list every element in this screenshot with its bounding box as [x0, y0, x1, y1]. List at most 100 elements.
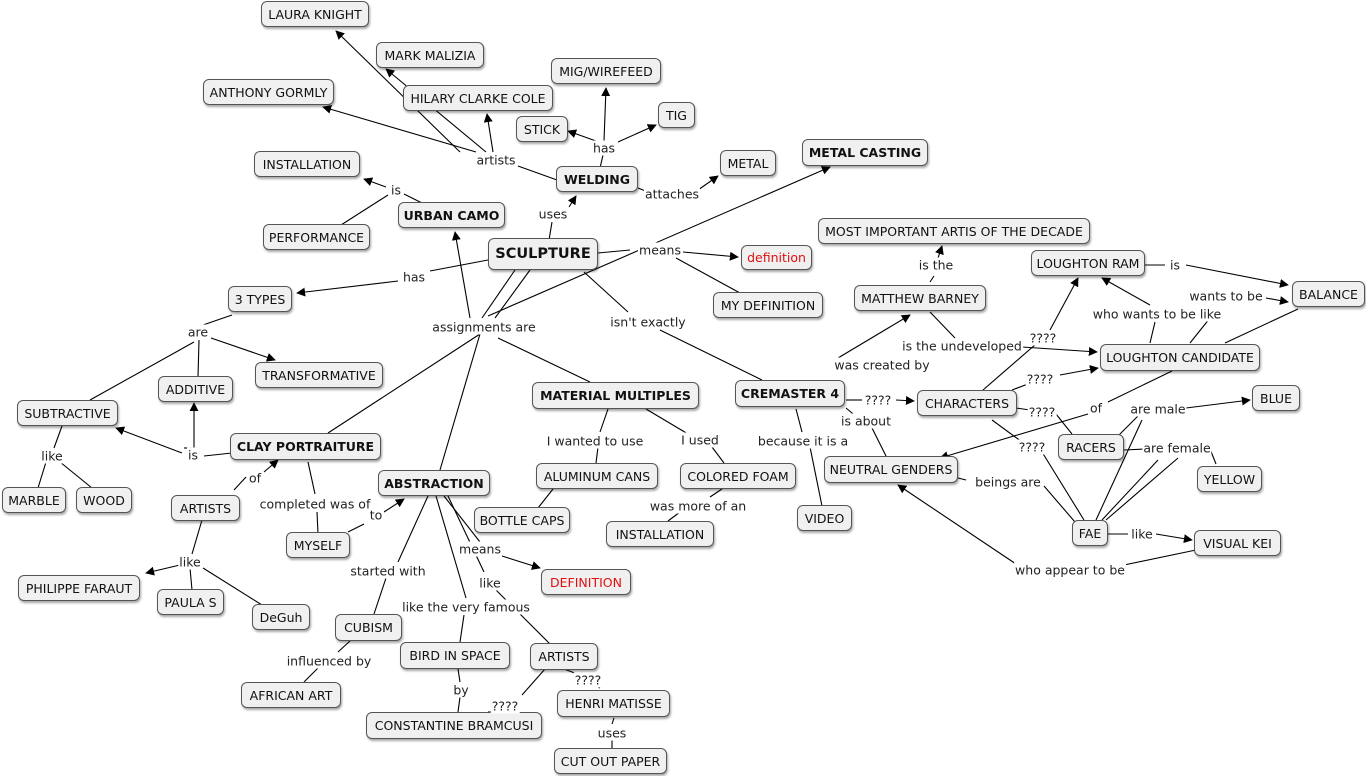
- node-mark-malizia[interactable]: MARK MALIZIA: [376, 42, 484, 68]
- node-colored-foam[interactable]: COLORED FOAM: [680, 463, 796, 489]
- link-label-i-used: I used: [680, 432, 720, 448]
- link-label-i-wanted-to-use: I wanted to use: [545, 433, 645, 449]
- link-label-isnt-exactly: isn't exactly: [609, 314, 687, 330]
- link-label-unknown-artists-bottom: ????: [490, 698, 520, 714]
- node-neutral-genders[interactable]: NEUTRAL GENDERS: [824, 456, 958, 483]
- link-label-uses-matisse: uses: [596, 725, 628, 741]
- node-abstraction[interactable]: ABSTRACTION: [378, 470, 490, 496]
- node-most-important[interactable]: MOST IMPORTANT ARTIS OF THE DECADE: [818, 218, 1090, 244]
- link-label-to: to: [368, 507, 384, 523]
- link-label-completed-was-of: completed was of: [258, 496, 372, 512]
- link-label-by: by: [452, 682, 470, 698]
- node-balance[interactable]: BALANCE: [1292, 281, 1365, 307]
- link-label-uses: uses: [537, 206, 569, 222]
- link-label-like-artists: like: [178, 554, 202, 570]
- node-cubism[interactable]: CUBISM: [335, 614, 402, 641]
- node-material-multiples[interactable]: MATERIAL MULTIPLES: [532, 382, 699, 409]
- link-label-means: means: [638, 242, 682, 258]
- link-label-beings-are: beings are: [974, 474, 1042, 490]
- link-label-artists: artists: [475, 152, 517, 168]
- node-transformative[interactable]: TRANSFORMATIVE: [255, 362, 383, 388]
- node-3-types[interactable]: 3 TYPES: [228, 286, 292, 312]
- link-label-has-welding: has: [591, 140, 617, 156]
- link-label-unknown-char-fae: ????: [1017, 439, 1047, 455]
- node-video[interactable]: VIDEO: [797, 505, 852, 531]
- node-aluminum-cans[interactable]: ALUMINUM CANS: [536, 463, 658, 489]
- link-label-unknown-char-racers: ????: [1027, 404, 1057, 420]
- node-henri-matisse[interactable]: HENRI MATISSE: [557, 690, 670, 717]
- node-constantine-bramcusi[interactable]: CONSTANTINE BRAMCUSI: [366, 712, 542, 739]
- node-racers[interactable]: RACERS: [1058, 434, 1124, 460]
- node-loughton-candidate[interactable]: LOUGHTON CANDIDATE: [1100, 344, 1260, 371]
- node-definition-caps[interactable]: DEFINITION: [541, 569, 631, 595]
- node-laura-knight[interactable]: LAURA KNIGHT: [261, 1, 369, 27]
- node-performance[interactable]: PERFORMANCE: [263, 224, 370, 250]
- link-label-is-clay: is: [187, 447, 199, 463]
- link-label-because-it-is-a: because it is a: [756, 433, 850, 449]
- link-label-was-more-of-an: was more of an: [648, 498, 748, 514]
- node-visual-kei[interactable]: VISUAL KEI: [1194, 530, 1281, 556]
- link-label-like-marble: like: [40, 448, 64, 464]
- link-label-who-wants-to-be-like: who wants to be like: [1091, 306, 1223, 322]
- node-clay-portraiture[interactable]: CLAY PORTRAITURE: [230, 433, 381, 460]
- node-installation-mid[interactable]: INSTALLATION: [606, 521, 714, 547]
- node-installation-top[interactable]: INSTALLATION: [254, 151, 360, 177]
- node-urban-camo[interactable]: URBAN CAMO: [398, 202, 505, 228]
- node-my-definition[interactable]: MY DEFINITION: [713, 292, 823, 318]
- link-label-assignments-are: assignments are: [431, 319, 537, 335]
- node-paula-s[interactable]: PAULA S: [157, 589, 224, 615]
- node-bird-in-space[interactable]: BIRD IN SPACE: [400, 642, 510, 669]
- link-label-who-appear-to-be: who appear to be: [1014, 562, 1126, 578]
- node-subtractive[interactable]: SUBTRACTIVE: [17, 400, 118, 426]
- node-deguh[interactable]: DeGuh: [252, 604, 310, 630]
- node-definition[interactable]: definition: [741, 245, 812, 270]
- link-label-like-the-very-famous: like the very famous: [401, 599, 531, 615]
- node-artists-left[interactable]: ARTISTS: [171, 495, 240, 521]
- node-metal-casting[interactable]: METAL CASTING: [802, 139, 928, 166]
- link-label-of-candidate: of: [1088, 400, 1104, 416]
- node-matthew-barney[interactable]: MATTHEW BARNEY: [854, 285, 986, 311]
- node-mig-wirefeed[interactable]: MIG/WIREFEED: [551, 58, 661, 84]
- node-additive[interactable]: ADDITIVE: [158, 376, 233, 402]
- link-label-is-ram: is: [1169, 257, 1181, 273]
- link-label-attaches: attaches: [643, 186, 701, 202]
- node-loughton-ram[interactable]: LOUGHTON RAM: [1031, 250, 1145, 276]
- link-label-means-abstraction: means: [458, 541, 502, 557]
- node-welding[interactable]: WELDING: [556, 166, 638, 192]
- link-label-like-fae: like: [1130, 526, 1154, 542]
- node-marble[interactable]: MARBLE: [2, 487, 66, 513]
- node-cut-out-paper[interactable]: CUT OUT PAPER: [554, 748, 667, 774]
- node-tig[interactable]: TIG: [658, 102, 695, 128]
- link-label-started-with: started with: [349, 563, 427, 579]
- node-cremaster-4[interactable]: CREMASTER 4: [735, 380, 845, 407]
- link-label-are-female: are female: [1142, 440, 1212, 456]
- link-label-is-the-undeveloped: is the undeveloped: [901, 338, 1023, 354]
- node-anthony-gormly[interactable]: ANTHONY GORMLY: [203, 79, 334, 105]
- link-label-unknown-char-ram: ????: [1028, 330, 1058, 346]
- link-label-unknown-matisse: ????: [573, 672, 603, 688]
- link-label-wants-to-be: wants to be: [1188, 288, 1264, 304]
- node-sculpture[interactable]: SCULPTURE: [488, 238, 598, 270]
- node-fae[interactable]: FAE: [1072, 520, 1108, 546]
- node-african-art[interactable]: AFRICAN ART: [241, 682, 341, 708]
- link-label-was-created-by: was created by: [833, 357, 931, 373]
- link-label-has-types: has: [401, 269, 427, 285]
- node-characters[interactable]: CHARACTERS: [917, 390, 1017, 416]
- link-label-unknown-cremaster: ????: [863, 392, 893, 408]
- link-label-are: are: [186, 324, 210, 340]
- node-artists-bottom[interactable]: ARTISTS: [530, 643, 598, 670]
- link-label-of: of: [247, 470, 263, 486]
- link-label-is-installation: is: [390, 182, 402, 198]
- link-label-influenced-by: influenced by: [285, 653, 373, 669]
- node-wood[interactable]: WOOD: [76, 487, 132, 513]
- link-label-are-male: are male: [1129, 401, 1187, 417]
- node-stick[interactable]: STICK: [516, 116, 568, 142]
- node-yellow[interactable]: YELLOW: [1197, 466, 1262, 492]
- node-blue[interactable]: BLUE: [1252, 385, 1300, 411]
- node-philippe-faraut[interactable]: PHILIPPE FARAUT: [18, 575, 140, 601]
- node-metal[interactable]: METAL: [720, 150, 776, 176]
- node-hilary-clarke-cole[interactable]: HILARY CLARKE COLE: [403, 85, 553, 111]
- node-myself[interactable]: MYSELF: [286, 532, 350, 558]
- node-bottle-caps[interactable]: BOTTLE CAPS: [474, 507, 570, 533]
